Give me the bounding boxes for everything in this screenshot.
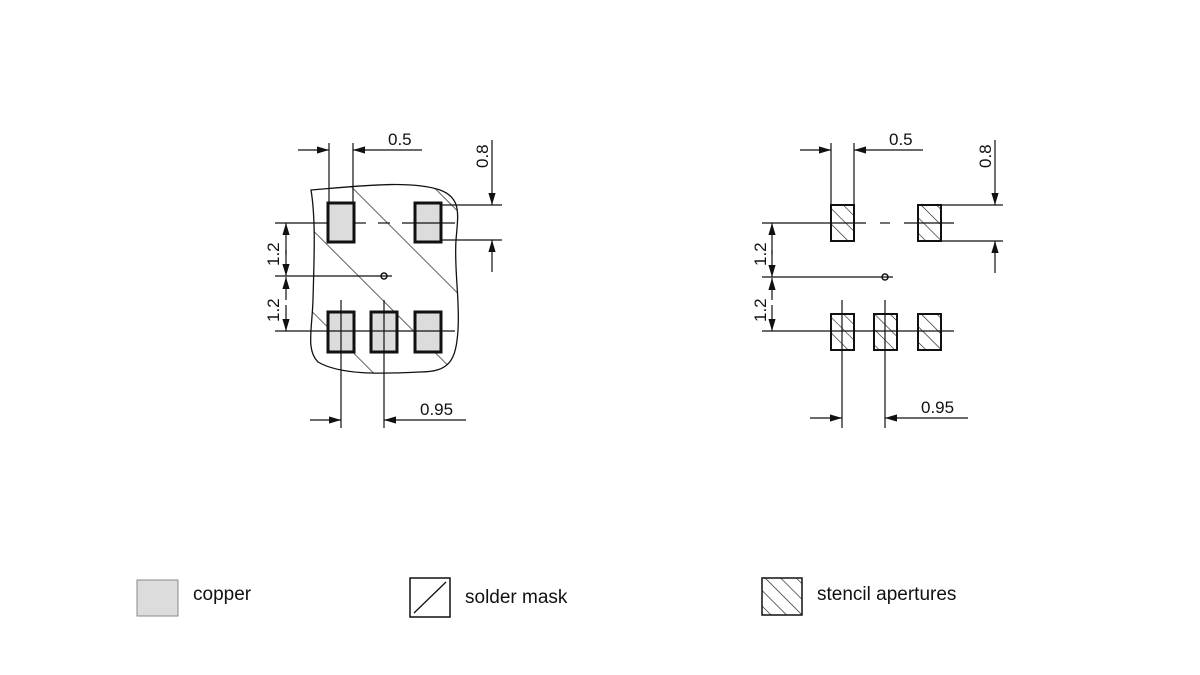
dim-pitch: 0.95 [921,398,954,417]
dim-row-bottom: 1.2 [264,298,283,322]
dim-pad-width: 0.5 [388,130,412,149]
stencil-aperture [917,313,942,351]
dim-pad-height: 0.8 [976,144,995,168]
center-mark-icon [380,272,388,280]
center-mark-icon [881,273,889,281]
left-view: 0.5 0.8 1.2 1.2 0.95 [264,130,502,428]
legend-label-solder-mask: solder mask [465,587,568,608]
dim-row-bottom: 1.2 [751,298,770,322]
legend: copper solder mask stencil apertures [136,577,956,618]
dim-row-top: 1.2 [264,242,283,266]
right-view: 0.5 0.8 1.2 1.2 0.95 [751,130,1003,428]
copper-pad [326,201,356,244]
legend-swatch-copper [136,579,179,617]
legend-label-stencil: stencil apertures [817,584,956,605]
dim-pad-height: 0.8 [473,144,492,168]
legend-label-copper: copper [193,584,252,605]
dim-pitch: 0.95 [420,400,453,419]
legend-swatch-stencil [761,577,803,616]
dim-pad-width: 0.5 [889,130,913,149]
dimension-lines [275,140,502,428]
dimension-lines [762,140,1003,428]
dim-row-top: 1.2 [751,242,770,266]
copper-pad [413,310,443,354]
